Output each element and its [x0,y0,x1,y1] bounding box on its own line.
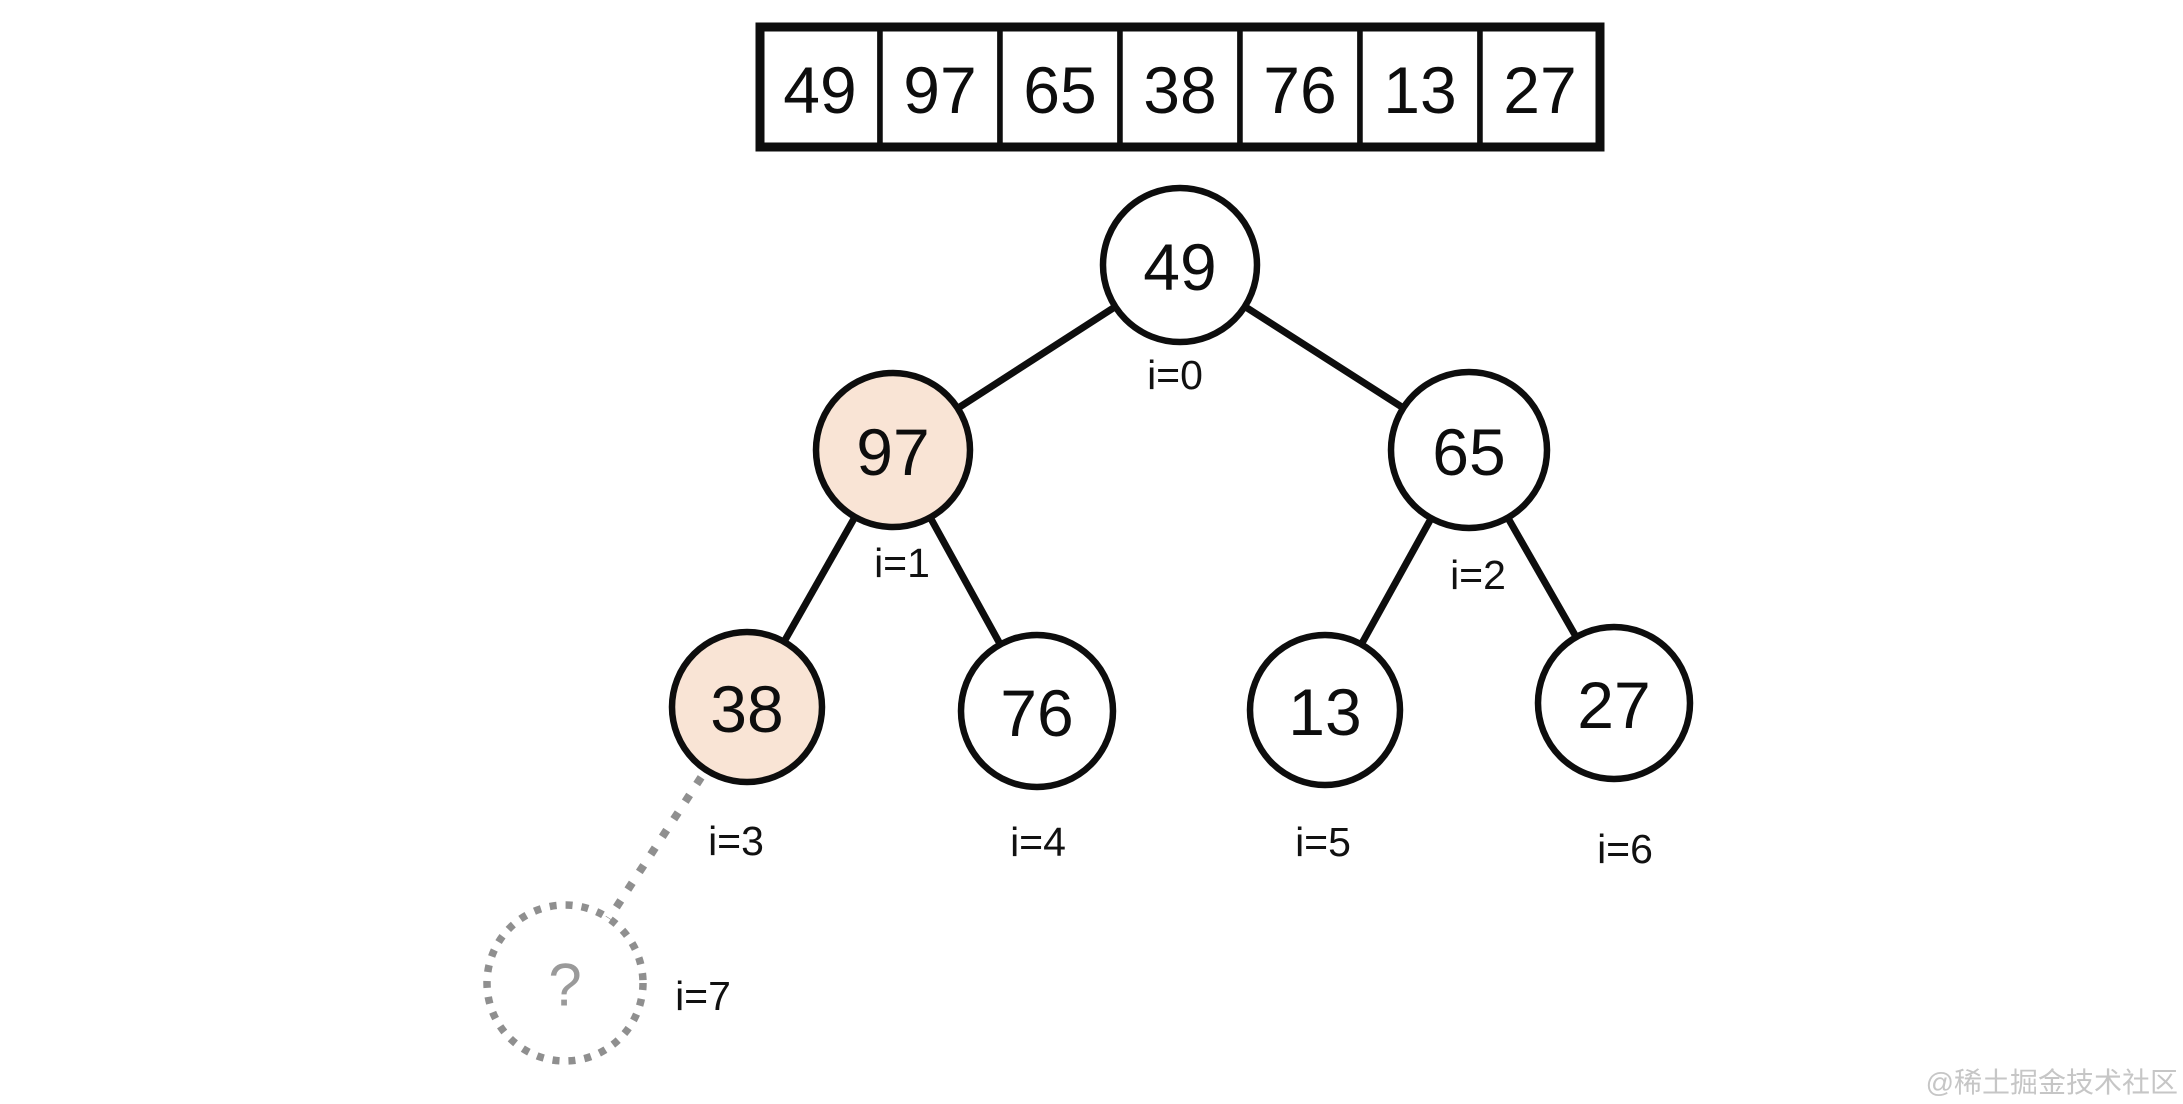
array-cell-value: 97 [903,53,976,127]
watermark: @稀土掘金技术社区 [1926,1067,2178,1098]
tree-node-i5: 13 i=5 [1246,631,1404,865]
array-cell-value: 49 [783,53,856,127]
node-circle-76 [957,631,1117,791]
node-index-label: i=7 [675,973,731,1019]
tree-node-i4: 76 i=4 [957,631,1117,865]
node-circle-49 [1099,184,1261,346]
tree-node-i7-placeholder: ? i=7 [483,901,731,1065]
node-value: 38 [710,672,783,746]
node-value: 65 [1432,415,1505,489]
node-value: 76 [1000,676,1073,750]
array-cell: 13 [1357,24,1483,150]
array-cell-value: 65 [1023,53,1096,127]
node-index-label: i=2 [1450,552,1506,598]
array-cell-value: 13 [1383,53,1456,127]
array-cell: 65 [997,24,1123,150]
tree-node-i6: 27 i=6 [1534,623,1694,872]
array-cell: 38 [1117,24,1243,150]
node-index-label: i=3 [708,818,764,864]
array-cell: 27 [1477,24,1603,150]
node-value-question-mark: ? [548,952,581,1019]
tree-node-i2: 65 i=2 [1387,368,1551,598]
node-circle-13 [1246,631,1404,789]
node-circle-38-highlighted [668,628,826,786]
tree-nodes: 49 i=0 97 i=1 65 i=2 38 i=3 76 i=4 13 i=… [483,184,1694,1065]
array-cell-value: 27 [1503,53,1576,127]
node-circle-27 [1534,623,1694,783]
node-index-label: i=0 [1147,352,1203,398]
node-index-label: i=6 [1597,826,1653,872]
node-index-label: i=1 [874,540,930,586]
node-index-label: i=4 [1010,819,1066,865]
tree-node-i0: 49 i=0 [1099,184,1261,398]
array: 49 97 65 38 76 13 27 [755,22,1605,152]
node-value: 13 [1288,675,1361,749]
tree-node-i1: 97 i=1 [812,369,974,586]
array-cell-value: 38 [1143,53,1216,127]
array-cell: 97 [877,24,1003,150]
tree-node-i3: 38 i=3 [668,628,826,864]
node-index-label: i=5 [1295,819,1351,865]
node-value: 97 [856,415,929,489]
array-cell-value: 76 [1263,53,1336,127]
node-circle-placeholder [483,901,647,1065]
node-value: 27 [1577,668,1650,742]
array-cell: 76 [1237,24,1363,150]
array-outline [755,22,1605,152]
node-value: 49 [1143,230,1216,304]
node-circle-65 [1387,368,1551,532]
node-circle-97-highlighted [812,369,974,531]
array-cell: 49 [757,24,883,150]
